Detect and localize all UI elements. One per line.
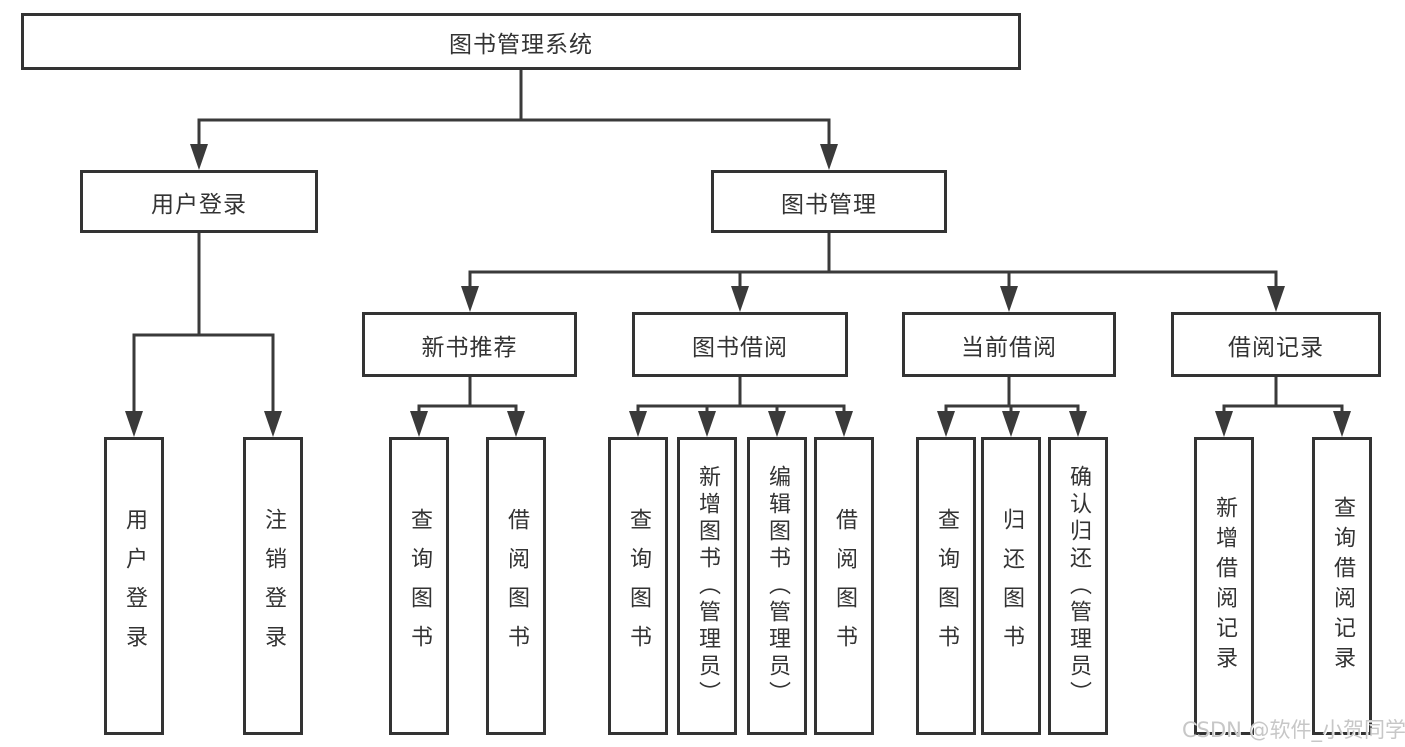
arrowhead	[820, 144, 838, 170]
node-label: 图书管理系统	[449, 31, 593, 58]
leaf-edit-books-admin: 编辑图书（管理员）	[747, 437, 807, 735]
connector-borrow-records	[1222, 377, 1344, 413]
leaf-logout: 注销登录	[243, 437, 303, 735]
node-label: 查询图书	[626, 508, 651, 664]
leaf-query-books-recommend: 查询图书	[389, 437, 449, 735]
leaf-query-books-current: 查询图书	[916, 437, 976, 735]
node-label: 查询图书	[407, 508, 432, 664]
arrowhead	[937, 411, 955, 437]
arrowhead	[410, 411, 428, 437]
arrowhead	[731, 286, 749, 312]
connector-root	[197, 70, 831, 146]
node-label: 注销登录	[261, 508, 286, 664]
connector-book-borrow	[636, 377, 846, 413]
node-label: 图书管理	[781, 191, 877, 218]
node-borrow-records: 借阅记录	[1171, 312, 1381, 377]
node-label: 借阅记录	[1228, 334, 1324, 361]
leaf-add-borrow-record: 新增借阅记录	[1194, 437, 1254, 735]
connector-current-borrow	[944, 377, 1080, 413]
arrowheads	[125, 144, 1351, 437]
connector-group	[132, 70, 1344, 413]
node-label: 借阅图书	[504, 508, 529, 664]
csdn-watermark: CSDN @软件_小贺同学	[1182, 718, 1405, 742]
arrowhead	[629, 411, 647, 437]
arrowhead	[1333, 411, 1351, 437]
arrowhead	[698, 411, 716, 437]
node-book-borrow: 图书借阅	[632, 312, 848, 377]
node-label: 新增图书（管理员）	[695, 464, 720, 708]
node-label: 查询借阅记录	[1330, 496, 1355, 676]
arrowhead	[190, 144, 208, 170]
node-library-management-system: 图书管理系统	[21, 13, 1021, 70]
arrowhead	[461, 286, 479, 312]
node-label: 图书借阅	[692, 334, 788, 361]
leaf-query-borrow-record: 查询借阅记录	[1312, 437, 1372, 735]
leaf-confirm-return-admin: 确认归还（管理员）	[1048, 437, 1108, 735]
node-new-book-recommend: 新书推荐	[362, 312, 577, 377]
leaf-user-login: 用户登录	[104, 437, 164, 735]
node-label: 查询图书	[934, 508, 959, 664]
connector-book-management	[468, 233, 1278, 288]
arrowhead	[125, 411, 143, 437]
arrowhead	[264, 411, 282, 437]
leaf-borrow-books: 借阅图书	[814, 437, 874, 735]
arrowhead	[835, 411, 853, 437]
arrowhead	[1069, 411, 1087, 437]
leaf-add-books-admin: 新增图书（管理员）	[677, 437, 737, 735]
leaf-query-books-borrow: 查询图书	[608, 437, 668, 735]
node-label: 确认归还（管理员）	[1066, 464, 1091, 708]
connector-new-book-recommend	[417, 377, 518, 413]
arrowhead	[1000, 286, 1018, 312]
node-label: 编辑图书（管理员）	[765, 464, 790, 708]
arrowhead	[507, 411, 525, 437]
node-label: 归还图书	[999, 508, 1024, 664]
node-current-borrow: 当前借阅	[902, 312, 1116, 377]
node-label: 新书推荐	[421, 334, 518, 361]
arrowhead	[1267, 286, 1285, 312]
node-label: 用户登录	[151, 191, 247, 218]
leaf-borrow-books-recommend: 借阅图书	[486, 437, 546, 735]
leaf-return-books: 归还图书	[981, 437, 1041, 735]
node-label: 用户登录	[122, 508, 147, 664]
node-label: 当前借阅	[961, 334, 1057, 361]
arrowhead	[768, 411, 786, 437]
arrowhead	[1002, 411, 1020, 437]
connector-user-login	[132, 233, 275, 413]
node-label: 新增借阅记录	[1212, 496, 1237, 676]
arrowhead	[1215, 411, 1233, 437]
node-user-login: 用户登录	[80, 170, 318, 233]
node-book-management: 图书管理	[711, 170, 947, 233]
node-label: 借阅图书	[832, 508, 857, 664]
